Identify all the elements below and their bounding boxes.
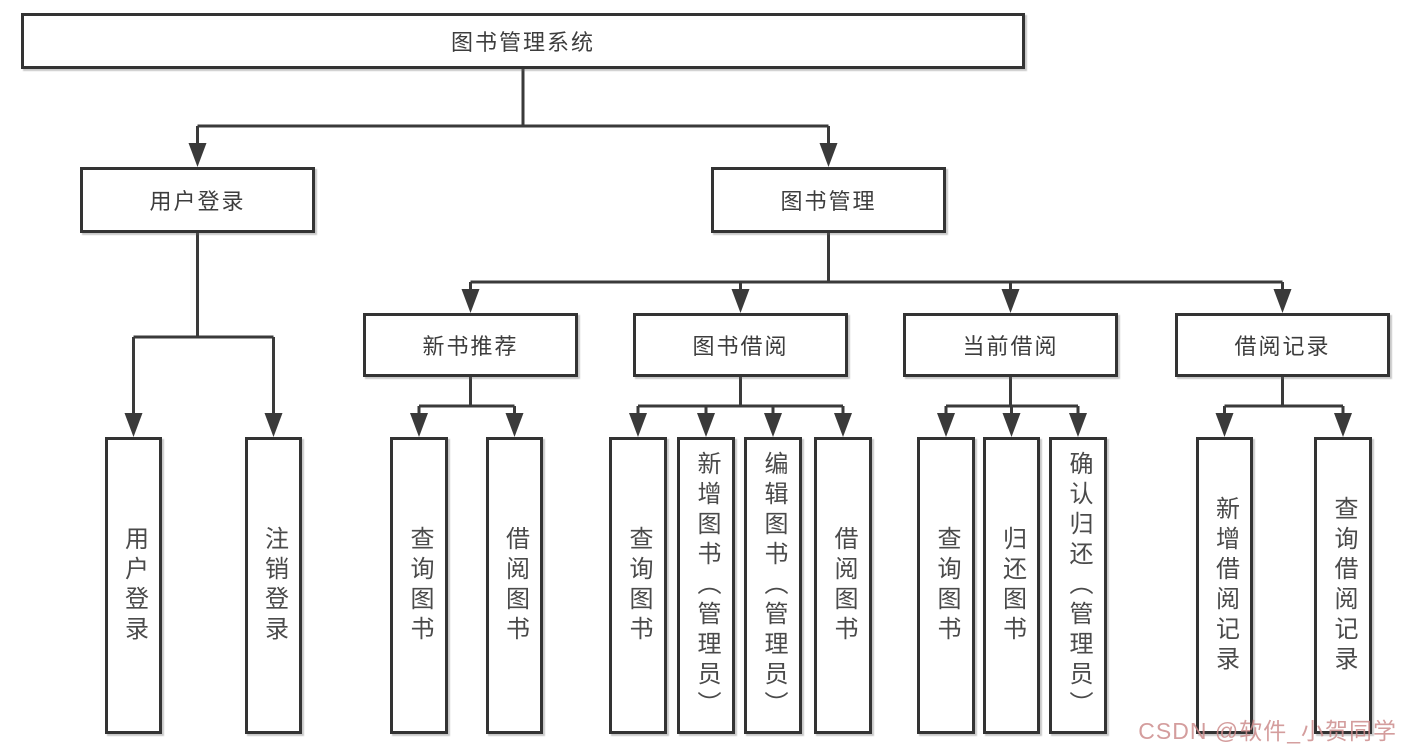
node-label: 图书借阅 [692, 334, 789, 359]
leaf-current-query-books: 查询图书 [917, 437, 975, 734]
leaf-current-return-books: 归还图书 [983, 437, 1040, 734]
leaf-recommend-borrow-books: 借阅图书 [486, 437, 543, 734]
node-new-book-recommendation: 新书推荐 [363, 313, 578, 377]
leaf-label: 借阅图书 [830, 525, 857, 646]
leaf-label: 查询图书 [933, 525, 960, 646]
node-book-borrowing: 图书借阅 [633, 313, 848, 377]
leaf-label: 归还图书 [998, 525, 1026, 646]
node-label: 新书推荐 [422, 334, 519, 359]
leaf-label: 用户登录 [120, 525, 148, 646]
node-label: 当前借阅 [962, 334, 1059, 359]
leaf-user-login: 用户登录 [105, 437, 162, 734]
node-current-borrowing: 当前借阅 [903, 313, 1118, 377]
leaf-label: 查询图书 [406, 525, 433, 646]
leaf-label: 借阅图书 [501, 525, 529, 646]
leaf-label: 编辑图书（管理员） [760, 450, 787, 721]
leaf-record-add-borrow-record: 新增借阅记录 [1196, 437, 1253, 734]
leaf-label: 新增图书（管理员） [693, 450, 720, 721]
leaf-label: 查询借阅记录 [1330, 495, 1357, 676]
leaf-borrow-add-books-admin: 新增图书（管理员） [677, 437, 735, 734]
node-label: 用户登录 [149, 189, 246, 214]
leaf-label: 新增借阅记录 [1211, 495, 1239, 676]
node-user-login: 用户登录 [80, 167, 315, 233]
leaf-borrow-edit-books-admin: 编辑图书（管理员） [744, 437, 802, 734]
csdn-watermark: CSDN @软件_小贺同学 [1138, 718, 1397, 744]
leaf-recommend-query-books: 查询图书 [390, 437, 448, 734]
leaf-borrow-query-books: 查询图书 [609, 437, 667, 734]
leaf-borrow-borrow-books: 借阅图书 [814, 437, 872, 734]
node-label: 借阅记录 [1234, 334, 1331, 359]
node-book-management: 图书管理 [711, 167, 946, 233]
leaf-label: 确认归还（管理员） [1065, 450, 1092, 721]
leaf-current-confirm-return-admin: 确认归还（管理员） [1049, 437, 1107, 734]
node-borrowing-records: 借阅记录 [1175, 313, 1390, 377]
node-library-system: 图书管理系统 [21, 13, 1025, 69]
node-label: 图书管理系统 [450, 30, 595, 55]
leaf-label: 查询图书 [625, 525, 652, 646]
leaf-record-query-borrow-record: 查询借阅记录 [1314, 437, 1372, 734]
node-label: 图书管理 [780, 189, 877, 214]
leaf-label: 注销登录 [260, 525, 288, 646]
leaf-logout: 注销登录 [245, 437, 302, 734]
